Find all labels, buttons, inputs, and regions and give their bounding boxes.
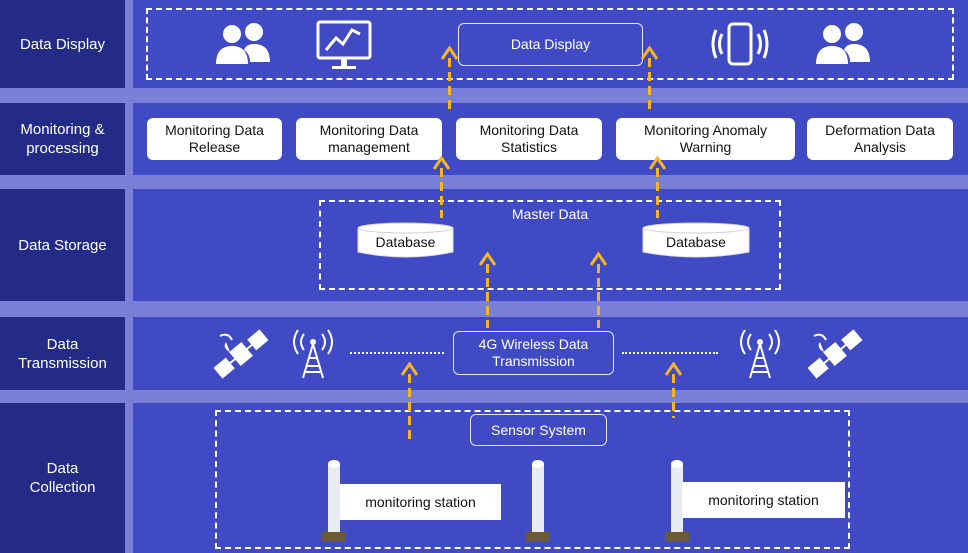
master-data-frame bbox=[319, 200, 781, 290]
sensor-system-frame bbox=[215, 410, 850, 549]
processing-box-management: Monitoring Data management bbox=[296, 118, 442, 160]
wireless-transmission-label: 4G Wireless Data Transmission bbox=[478, 336, 589, 369]
satellite-icon bbox=[807, 329, 863, 379]
connection-dotted-line bbox=[350, 352, 444, 354]
processing-box-analysis: Deformation Data Analysis bbox=[807, 118, 953, 160]
users-icon bbox=[216, 23, 270, 64]
data-display-box: Data Display bbox=[458, 23, 643, 66]
processing-box-release: Monitoring Data Release bbox=[147, 118, 282, 160]
layer-storage bbox=[133, 189, 968, 301]
flow-arrow bbox=[440, 45, 459, 114]
layer-label-data-transmission: Data Transmission bbox=[0, 317, 125, 390]
layer-label-text: Data Transmission bbox=[18, 335, 107, 372]
layer-label-text: Data Collection bbox=[29, 460, 96, 496]
flow-arrow bbox=[664, 361, 683, 418]
flow-arrow bbox=[478, 251, 497, 328]
processing-box-warning: Monitoring Anomaly Warning bbox=[616, 118, 795, 160]
monitoring-station-label: monitoring station bbox=[682, 482, 845, 518]
flow-arrow bbox=[589, 251, 608, 328]
layer-collection bbox=[133, 403, 968, 553]
layer-label-data-display: Data Display bbox=[0, 0, 125, 88]
sensor-system-box: Sensor System bbox=[470, 414, 607, 446]
processing-box-label: Monitoring Data management bbox=[319, 122, 419, 155]
sensor-system-label: Sensor System bbox=[491, 421, 586, 438]
processing-box-label: Monitoring Data Release bbox=[165, 122, 264, 155]
signal-tower-icon bbox=[293, 329, 333, 379]
flow-arrow bbox=[400, 361, 419, 442]
flow-arrow bbox=[640, 45, 659, 114]
display-dashed-frame bbox=[146, 8, 954, 80]
signal-tower-icon bbox=[740, 329, 780, 379]
monitoring-station-label: monitoring station bbox=[340, 484, 501, 520]
flow-arrow bbox=[432, 155, 451, 218]
layer-label-text: Data Display bbox=[19, 35, 106, 53]
database-cylinder: Database bbox=[642, 222, 750, 258]
layer-label-data-storage: Data Storage bbox=[0, 189, 125, 301]
users-icon bbox=[816, 23, 870, 64]
wireless-transmission-box: 4G Wireless Data Transmission bbox=[453, 331, 614, 375]
data-display-box-label: Data Display bbox=[510, 36, 591, 52]
database-label: Database bbox=[666, 234, 726, 250]
database-label: Database bbox=[375, 234, 436, 250]
layer-label-data-collection: Data Collection bbox=[0, 403, 125, 553]
processing-box-label: Monitoring Anomaly Warning bbox=[644, 122, 767, 155]
monitor-chart-icon bbox=[316, 20, 372, 69]
layer-label-monitoring: Monitoring & processing bbox=[0, 103, 125, 175]
master-data-title: Master Data bbox=[511, 206, 589, 222]
smartphone-icon bbox=[711, 22, 769, 66]
processing-box-statistics: Monitoring Data Statistics bbox=[456, 118, 602, 160]
flow-arrow bbox=[648, 155, 667, 218]
processing-box-label: Deformation Data Analysis bbox=[825, 122, 935, 155]
layer-label-text: Data Storage bbox=[18, 236, 107, 254]
satellite-icon bbox=[213, 329, 269, 379]
monitoring-station-pole bbox=[526, 460, 550, 542]
processing-box-label: Monitoring Data Statistics bbox=[479, 122, 579, 155]
monitoring-station-pole bbox=[665, 460, 689, 542]
database-cylinder: Database bbox=[357, 222, 454, 258]
layer-label-text: Monitoring & processing bbox=[20, 121, 105, 157]
monitoring-station-pole bbox=[322, 460, 346, 542]
layer-display bbox=[133, 0, 968, 88]
connection-dotted-line bbox=[622, 352, 718, 354]
